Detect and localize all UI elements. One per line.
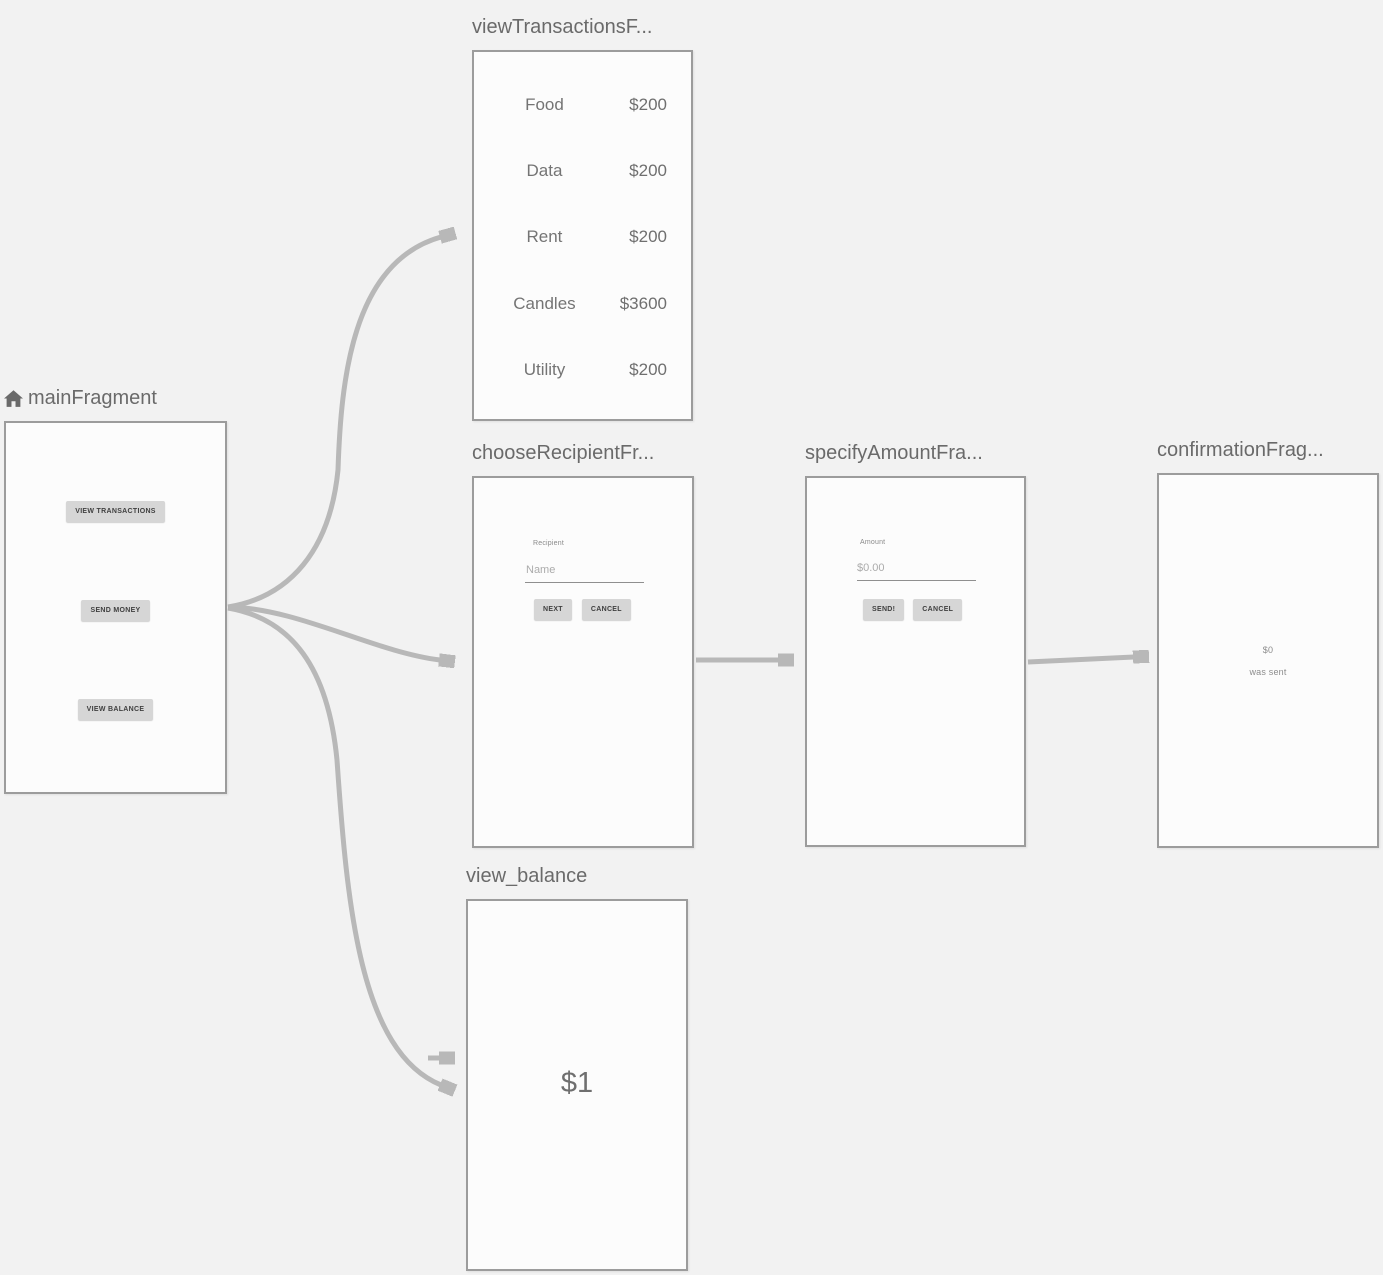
transaction-amount: $200	[629, 161, 667, 180]
fragment-view-balance[interactable]: $1	[466, 899, 688, 1271]
preview-next-button: NEXT	[534, 599, 572, 620]
preview-send-money-button: SEND MONEY	[81, 600, 150, 621]
transaction-amount: $3600	[619, 294, 667, 313]
transaction-label: Candles	[513, 294, 576, 313]
fragment-title: view_balance	[466, 865, 588, 887]
confirmation-header: confirmationFrag...	[1157, 438, 1324, 462]
transaction-row: Utility $200	[498, 360, 667, 380]
fragment-confirmation[interactable]: $0 was sent	[1157, 473, 1379, 848]
preview-view-transactions-button: VIEW TRANSACTIONS	[66, 501, 165, 522]
transaction-label: Data	[526, 161, 563, 180]
home-icon	[4, 389, 23, 407]
amount-field: $0.00	[857, 562, 885, 574]
transaction-row: Candles $3600	[498, 294, 667, 314]
transaction-row: Rent $200	[498, 227, 667, 247]
transaction-amount: $200	[629, 95, 667, 114]
preview-cancel-button: CANCEL	[581, 599, 631, 620]
transaction-row: Food $200	[498, 95, 667, 115]
preview-send-button: SEND!	[863, 599, 905, 620]
view-balance-header: view_balance	[466, 864, 587, 888]
transaction-label: Utility	[523, 360, 566, 379]
transaction-amount: $200	[629, 227, 667, 246]
amount-field-label: Amount	[860, 539, 886, 546]
action-main-to-choose-recipient[interactable]	[227, 604, 440, 660]
balance-amount: $1	[560, 1067, 594, 1099]
recipient-field-label: Recipient	[533, 540, 564, 547]
action-main-to-view-transactions[interactable]	[227, 237, 441, 610]
action-main-to-view-balance[interactable]	[227, 605, 441, 1085]
fragment-title: specifyAmountFra...	[805, 442, 983, 464]
recipient-name-field: Name	[526, 564, 556, 576]
transaction-amount: $200	[629, 360, 667, 379]
fragment-choose-recipient[interactable]: Recipient Name NEXT CANCEL	[472, 476, 694, 848]
fragment-specify-amount[interactable]: Amount $0.00 SEND! CANCEL	[805, 476, 1026, 847]
field-underline	[525, 582, 644, 583]
preview-cancel-button: CANCEL	[913, 599, 963, 620]
action-specify-amount-to-confirmation[interactable]	[1027, 657, 1134, 665]
transaction-label: Food	[525, 95, 564, 114]
fragment-title: mainFragment	[28, 387, 157, 409]
fragment-view-transactions[interactable]: Food $200 Data $200 Rent $200 Candles $3…	[472, 50, 693, 421]
preview-view-balance-button: VIEW BALANCE	[77, 699, 154, 720]
confirmation-amount: $0	[1262, 645, 1274, 655]
specify-amount-header: specifyAmountFra...	[805, 441, 983, 465]
transaction-row: Data $200	[498, 161, 667, 181]
field-underline	[857, 580, 976, 581]
main-fragment-header: mainFragment	[4, 386, 157, 410]
fragment-main[interactable]: VIEW TRANSACTIONS SEND MONEY VIEW BALANC…	[4, 421, 227, 794]
fragment-title: confirmationFrag...	[1157, 439, 1324, 461]
fragment-title: viewTransactionsF...	[472, 16, 653, 38]
transaction-label: Rent	[526, 227, 563, 246]
choose-recipient-header: chooseRecipientFr...	[472, 441, 654, 465]
confirmation-message: was sent	[1249, 667, 1287, 677]
view-transactions-header: viewTransactionsF...	[472, 15, 652, 39]
fragment-title: chooseRecipientFr...	[472, 442, 655, 464]
